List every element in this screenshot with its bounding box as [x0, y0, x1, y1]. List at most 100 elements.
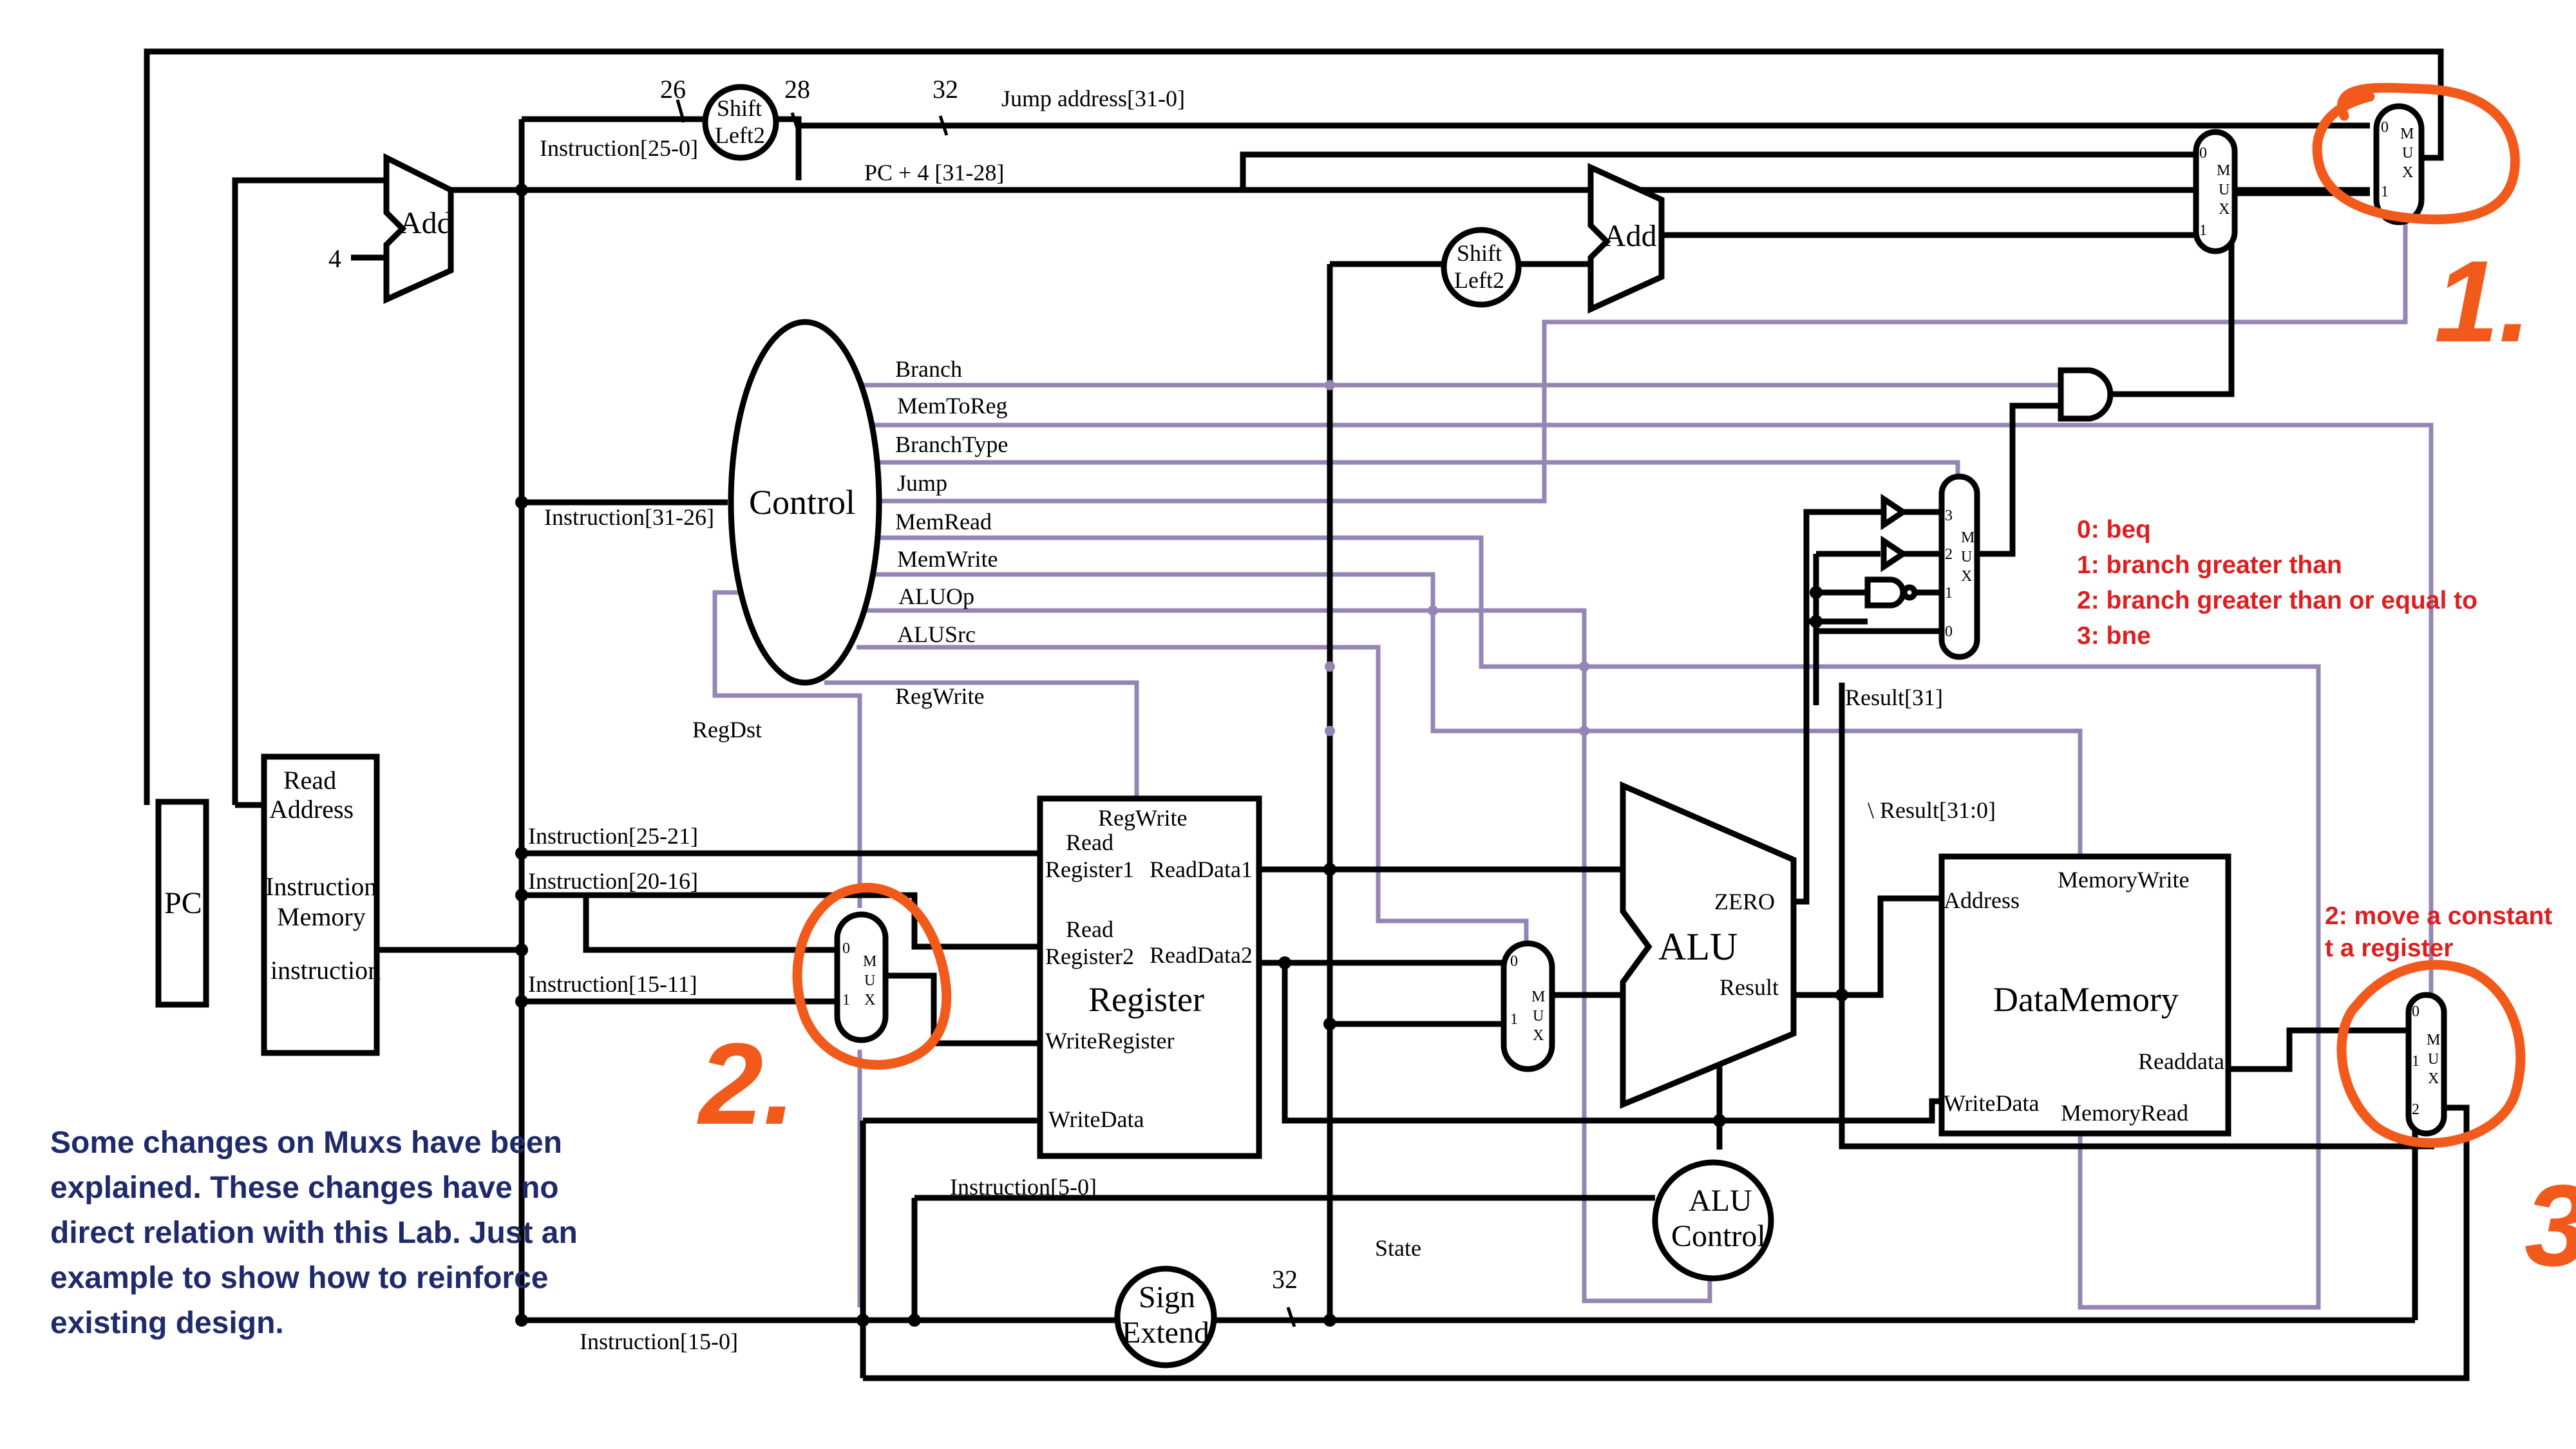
svg-text:X: X	[864, 992, 875, 1009]
alu-control: ALU Control	[1652, 1159, 1774, 1282]
sig-alusrc: ALUSrc	[897, 621, 976, 647]
svg-text:M: M	[863, 953, 876, 970]
im-output: instruction	[270, 956, 381, 985]
svg-text:0: beq: 0: beq	[2077, 516, 2151, 544]
aluctrl-label-2: Control	[1671, 1219, 1766, 1253]
reg-read2-b: Register2	[1045, 943, 1134, 969]
dm-readdata: Readdata	[2138, 1048, 2224, 1074]
memtoreg-mux: 0 1 2 M U X	[2405, 992, 2447, 1137]
alu: ALU ZERO Result	[1620, 781, 1797, 1109]
highlight-number-3: 3.	[2524, 1161, 2576, 1291]
svg-text:U: U	[2402, 145, 2413, 162]
reg-read1-a: Read	[1066, 829, 1113, 855]
svg-text:Instruction[15-11]: Instruction[15-11]	[528, 971, 697, 997]
and-gate	[2058, 367, 2114, 422]
alu-zero: ZERO	[1714, 889, 1775, 914]
sig-branch: Branch	[895, 356, 962, 382]
svg-text:U: U	[2428, 1051, 2439, 1068]
svg-text:PC + 4 [31-28]: PC + 4 [31-28]	[864, 160, 1004, 185]
svg-text:0: 0	[1510, 953, 1518, 970]
sig-branchtype: BranchType	[895, 431, 1008, 457]
svg-text:U: U	[864, 972, 875, 989]
branch-type-annotation: 0: beq 1: branch greater than 2: branch …	[2077, 516, 2477, 650]
branch-mux: 0 1 M U X	[2193, 129, 2238, 254]
instruction-memory: Read Address Instruction Memory instruct…	[261, 753, 381, 1056]
note-text: Some changes on Muxs have been explained…	[50, 1126, 578, 1340]
sig-regdst: RegDst	[692, 717, 762, 743]
shift-label-2: Left2	[715, 122, 765, 148]
svg-text:0: 0	[2381, 119, 2389, 136]
svg-text:0: 0	[2412, 1003, 2420, 1020]
register-file: RegWrite Read Register1 ReadData1 Read R…	[1037, 795, 1262, 1159]
svg-text:X: X	[2219, 201, 2230, 218]
move-constant-annotation: 2: move a constant t a register	[2325, 902, 2552, 962]
svg-text:State: State	[1375, 1235, 1421, 1261]
svg-text:X: X	[2428, 1070, 2439, 1087]
pc-adder: Add	[383, 153, 454, 304]
dm-memoryread: MemoryRead	[2061, 1100, 2188, 1126]
svg-text:Instruction[25-0]: Instruction[25-0]	[540, 135, 698, 161]
svg-text:\ Result[31:0]: \ Result[31:0]	[1868, 797, 1996, 823]
sig-memwrite: MemWrite	[897, 546, 998, 572]
svg-text:1: 1	[1510, 1011, 1518, 1028]
svg-text:1: 1	[2199, 222, 2207, 239]
svg-text:Result[31]: Result[31]	[1845, 685, 1943, 710]
highlight-number-1: 1.	[2434, 237, 2531, 366]
dm-writedata: WriteData	[1944, 1090, 2039, 1116]
svg-text:example to show how to reinfor: example to show how to reinforce	[50, 1261, 548, 1295]
junction-dots	[515, 184, 1848, 1327]
sig-memtoreg: MemToReg	[897, 393, 1007, 419]
reg-readdata1: ReadData1	[1150, 857, 1253, 882]
control-wires	[712, 219, 2434, 1310]
signext-label-2: Extend	[1122, 1316, 1209, 1350]
alu-result: Result	[1719, 974, 1779, 1000]
alu-label: ALU	[1658, 925, 1738, 968]
svg-text:0: 0	[842, 940, 850, 957]
reg-writedata: WriteData	[1048, 1106, 1144, 1132]
adder2-label: Add	[1604, 219, 1657, 253]
svg-text:X: X	[1533, 1027, 1544, 1044]
im-instruction: Instruction	[265, 872, 377, 901]
register-label: Register	[1088, 980, 1204, 1019]
jump-mux: 0 1 M U X	[2373, 103, 2425, 225]
svg-text:existing design.: existing design.	[50, 1306, 284, 1340]
svg-text:Instruction[5-0]: Instruction[5-0]	[950, 1174, 1097, 1200]
reg-readdata2: ReadData2	[1150, 942, 1253, 968]
data-memory: Address MemoryWrite DataMemory Readdata …	[1938, 853, 2231, 1137]
svg-text:0: 0	[2199, 145, 2207, 162]
svg-text:3: bne: 3: bne	[2077, 622, 2151, 650]
datamemory-label: DataMemory	[1993, 980, 2179, 1019]
svg-text:t a register: t a register	[2325, 934, 2453, 962]
svg-text:1: 1	[2381, 184, 2389, 200]
reg-regwrite: RegWrite	[1098, 805, 1188, 831]
control-unit: Control	[728, 319, 882, 686]
svg-text:direct relation with this Lab.: direct relation with this Lab. Just an	[50, 1216, 578, 1250]
im-address: Address	[269, 795, 354, 824]
highlight-circles	[792, 82, 2526, 1148]
highlight-circle-2	[792, 882, 952, 1070]
highlight-circle-3	[2336, 960, 2526, 1148]
svg-text:M: M	[2400, 126, 2414, 142]
svg-text:1: 1	[2412, 1053, 2420, 1070]
alusrc-mux: 0 1 M U X	[1501, 940, 1555, 1072]
adder-label: Add	[399, 206, 453, 240]
const-four: 4	[328, 244, 341, 273]
svg-text:Jump address[31-0]: Jump address[31-0]	[1001, 86, 1185, 111]
reg-read2-a: Read	[1066, 916, 1113, 942]
im-read: Read	[283, 766, 336, 795]
svg-text:M: M	[2427, 1032, 2440, 1048]
svg-text:2: move a constant: 2: move a constant	[2325, 902, 2552, 930]
control-signal-labels: Branch MemToReg BranchType Jump MemRead …	[692, 356, 1008, 743]
branch-adder: Add	[1587, 163, 1665, 314]
svg-text:M: M	[2217, 162, 2230, 179]
control-label: Control	[749, 483, 855, 522]
shift-left2-branch: Shift Left2	[1441, 227, 1522, 308]
svg-text:M: M	[1961, 529, 1975, 546]
svg-text:Instruction[31-26]: Instruction[31-26]	[544, 504, 714, 530]
dm-memorywrite: MemoryWrite	[2058, 867, 2190, 893]
svg-text:explained. These changes have: explained. These changes have no	[50, 1171, 559, 1205]
wire-labels: 26 28 32 Jump address[31-0] Instruction[…	[528, 75, 1996, 1354]
pc-label: PC	[164, 886, 202, 920]
svg-text:28: 28	[784, 75, 810, 104]
